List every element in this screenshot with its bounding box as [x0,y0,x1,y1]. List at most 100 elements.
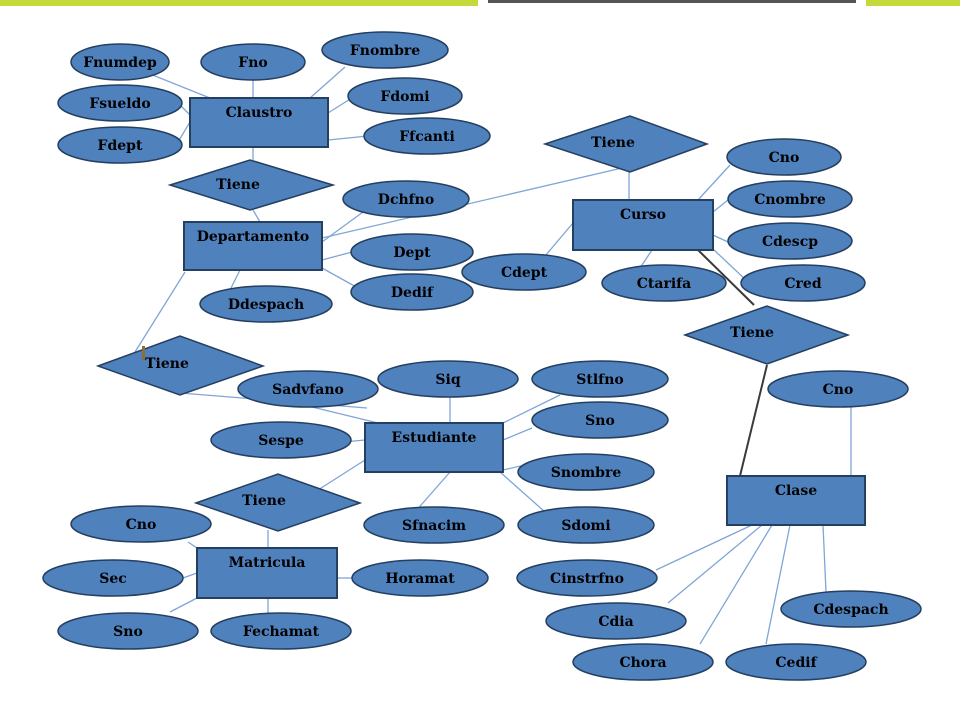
attr-cno-clase: Cno [767,370,909,408]
text-cursor-marker [142,346,145,360]
attr-ctarifa: Ctarifa [601,264,727,302]
attr-cinstrfno: Cinstrfno [516,559,658,597]
attr-cdescp: Cdescp [727,222,853,260]
attr-dept: Dept [350,233,474,271]
entity-departamento: Departamento [183,221,323,271]
svg-text:Cred: Cred [784,276,821,292]
svg-text:Siq: Siq [435,372,460,388]
svg-text:Departamento: Departamento [197,229,310,245]
svg-text:Cdept: Cdept [501,265,548,281]
top-accent-left [0,0,478,6]
svg-text:Sadvfano: Sadvfano [272,382,344,398]
svg-text:Dedif: Dedif [391,285,434,301]
svg-text:Cnombre: Cnombre [754,192,826,208]
svg-text:Fsueldo: Fsueldo [89,96,150,112]
svg-text:Claustro: Claustro [226,105,293,121]
svg-text:Horamat: Horamat [385,571,455,587]
attr-sec: Sec [42,559,184,597]
svg-text:Ddespach: Ddespach [228,297,304,313]
svg-text:Cno: Cno [769,150,800,166]
entity-curso: Curso [572,199,714,251]
svg-text:Dchfno: Dchfno [378,192,434,208]
attr-cno-curso: Cno [726,138,842,176]
svg-text:Cno: Cno [126,517,157,533]
svg-text:Tiene: Tiene [591,135,635,151]
top-rule-center [488,0,856,3]
attr-fechamat: Fechamat [210,612,352,650]
attr-cdept: Cdept [461,253,587,291]
attr-sno-matricula: Sno [57,612,199,650]
attr-fnumdep: Fnumdep [70,43,170,81]
svg-text:Cedif: Cedif [775,655,817,671]
svg-text:Ffcanti: Ffcanti [399,129,455,145]
svg-text:Fdept: Fdept [98,138,143,154]
relationship-tiene-departamento-estudiante: Tiene [95,335,266,396]
attr-cnombre: Cnombre [727,180,853,218]
svg-text:Sespe: Sespe [258,433,304,449]
svg-text:Tiene: Tiene [216,177,260,193]
attr-sespe: Sespe [210,421,352,459]
attr-fno: Fno [200,43,306,81]
svg-text:Snombre: Snombre [551,465,622,481]
attr-stlfno: Stlfno [531,360,669,398]
entity-clase: Clase [726,475,866,526]
svg-text:Cdescp: Cdescp [762,234,818,250]
attr-ffcanti: Ffcanti [363,117,491,155]
svg-text:Tiene: Tiene [145,356,189,372]
svg-text:Fdomi: Fdomi [380,89,429,105]
svg-text:Dept: Dept [393,245,431,261]
attr-snombre: Snombre [517,453,655,491]
svg-text:Matricula: Matricula [229,555,306,571]
attr-horamat: Horamat [351,559,489,597]
svg-text:Cinstrfno: Cinstrfno [550,571,624,587]
attr-fnombre: Fnombre [321,31,449,69]
attr-chora: Chora [572,643,714,681]
svg-text:Sno: Sno [113,624,143,640]
attr-dedif: Dedif [350,273,474,311]
svg-text:Sec: Sec [99,571,127,587]
svg-text:Tiene: Tiene [242,493,286,509]
svg-text:Fno: Fno [238,55,267,71]
relationship-tiene-curso-clase: Tiene [682,305,851,365]
svg-text:Clase: Clase [775,483,817,499]
svg-text:Tiene: Tiene [730,325,774,341]
svg-text:Sno: Sno [585,413,615,429]
svg-text:Fnumdep: Fnumdep [83,55,157,71]
svg-text:Ctarifa: Ctarifa [637,276,691,292]
thick-connector-lines [697,249,768,477]
svg-text:Estudiante: Estudiante [392,430,477,446]
attr-fdomi: Fdomi [347,77,463,115]
svg-text:Stlfno: Stlfno [576,372,623,388]
attr-siq: Siq [377,360,519,398]
svg-text:Curso: Curso [620,207,666,223]
svg-text:Fechamat: Fechamat [243,624,320,640]
attr-cedif: Cedif [725,643,867,681]
attr-sadvfano: Sadvfano [237,370,379,408]
svg-text:Cno: Cno [823,382,854,398]
svg-text:Chora: Chora [619,655,666,671]
attr-sfnacim: Sfnacim [363,506,505,544]
entity-estudiante: Estudiante [364,422,504,473]
attr-cred: Cred [740,264,866,302]
svg-text:Fnombre: Fnombre [350,43,420,59]
svg-text:Cdespach: Cdespach [813,602,888,618]
attr-dchfno: Dchfno [342,180,470,218]
relationship-tiene-estudiante-matricula: Tiene [193,473,363,532]
attr-cdespach: Cdespach [780,590,922,628]
attr-fsueldo: Fsueldo [57,84,183,122]
svg-text:Sfnacim: Sfnacim [402,518,466,534]
svg-text:Sdomi: Sdomi [561,518,610,534]
attr-sdomi: Sdomi [517,506,655,544]
relationship-tiene-curso: Tiene [542,115,710,173]
attr-fdept: Fdept [57,126,183,164]
relationship-tiene-claustro-departamento: Tiene [167,159,336,211]
entity-matricula: Matricula [196,547,338,599]
attr-sno-estudiante: Sno [531,401,669,439]
attr-cno-matricula: Cno [70,505,212,543]
attr-ddespach: Ddespach [199,285,333,323]
svg-text:Cdia: Cdia [598,614,633,630]
top-accent-right [866,0,960,6]
entity-claustro: Claustro [189,97,329,148]
attr-cdia: Cdia [545,602,687,640]
